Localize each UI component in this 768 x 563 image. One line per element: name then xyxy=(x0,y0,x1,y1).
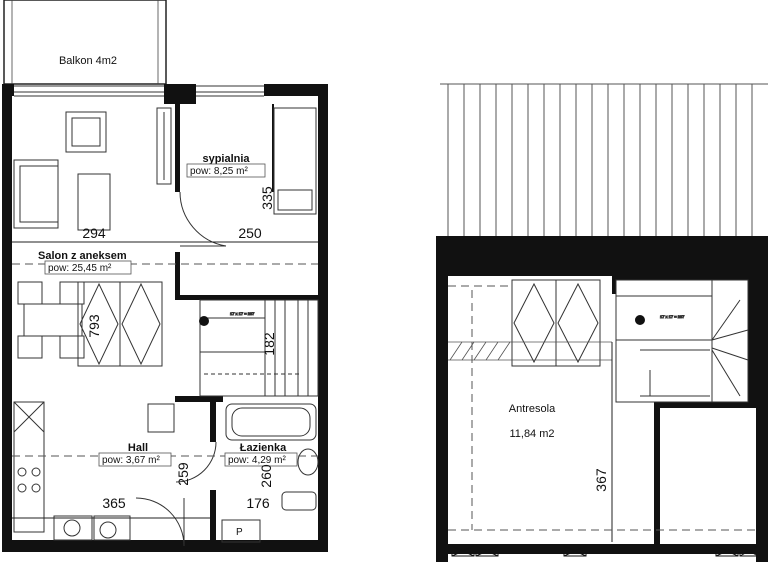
dimension-259: 259 xyxy=(175,462,191,486)
room-area-box-lazienka xyxy=(224,452,298,467)
stairs-note-right: 17 x 17 = 287 xyxy=(660,314,685,319)
void-wall-top xyxy=(654,402,756,408)
room-name-lazienka: Łazienka xyxy=(240,442,287,454)
room-name-antresola: Antresola xyxy=(509,403,556,415)
stair-wall-stub xyxy=(612,276,616,294)
stair-start-dot-right xyxy=(635,315,645,325)
mezzanine-window xyxy=(511,279,601,367)
room-name-sypialnia: sypialnia xyxy=(202,153,250,165)
void-wall-left xyxy=(654,402,660,544)
stairs-note-left: 17 x 17 = 287 xyxy=(230,311,255,316)
room-area-box-sypialnia xyxy=(186,163,266,178)
dimension-335: 335 xyxy=(259,186,275,210)
mezzanine-floor xyxy=(448,276,756,544)
room-name-salon: Salon z aneksem xyxy=(38,250,127,262)
parking-symbol: P xyxy=(236,527,243,538)
room-area-salon: pow: 25,45 m² xyxy=(48,263,112,274)
dimension-294: 294 xyxy=(82,225,106,241)
salon-window xyxy=(77,281,163,367)
room-area-lazienka: pow: 4,29 m² xyxy=(228,455,286,466)
bedroom-furniture xyxy=(156,107,317,215)
roof-hatching xyxy=(440,83,768,236)
room-area-hall: pow: 3,67 m² xyxy=(102,455,160,466)
dimension-793: 793 xyxy=(86,314,102,338)
room-area-antresola: 11,84 m2 xyxy=(509,428,554,440)
room-area-box-salon xyxy=(44,260,132,275)
stair-wall-top xyxy=(612,276,756,280)
stairs-left: 17 x 17 = 287 xyxy=(199,299,319,397)
room-area-sypialnia: pow: 8,25 m² xyxy=(190,166,248,177)
bathroom-fixtures xyxy=(221,403,319,543)
balcony-label: Balkon 4m2 xyxy=(59,55,117,67)
bedroom-door-arc xyxy=(179,191,227,247)
mezzanine-dashed-outline xyxy=(448,285,756,531)
interior-walls xyxy=(175,104,318,540)
dimension-182: 182 xyxy=(261,332,277,356)
dimension-250: 250 xyxy=(238,225,262,241)
dimension-365: 365 xyxy=(102,495,126,511)
dimension-176: 176 xyxy=(246,495,270,511)
kitchen-fixtures xyxy=(13,401,175,541)
mezzanine-walls xyxy=(436,236,768,562)
entry-door-arc xyxy=(135,497,185,547)
stair-start-dot-left xyxy=(199,316,209,326)
room-area-box-hall xyxy=(98,452,172,467)
dimension-367: 367 xyxy=(593,468,609,492)
stair-wall-right xyxy=(748,276,756,408)
dimension-260: 260 xyxy=(258,464,274,488)
vent-symbols xyxy=(451,545,759,557)
balcony: Balkon 4m2 xyxy=(3,0,167,85)
bath-door-arc xyxy=(175,441,217,483)
stairs-right: 17 x 17 = 287 xyxy=(615,279,749,403)
outer-walls xyxy=(2,84,328,552)
top-windows xyxy=(14,85,264,97)
room-name-hall: Hall xyxy=(128,442,148,454)
